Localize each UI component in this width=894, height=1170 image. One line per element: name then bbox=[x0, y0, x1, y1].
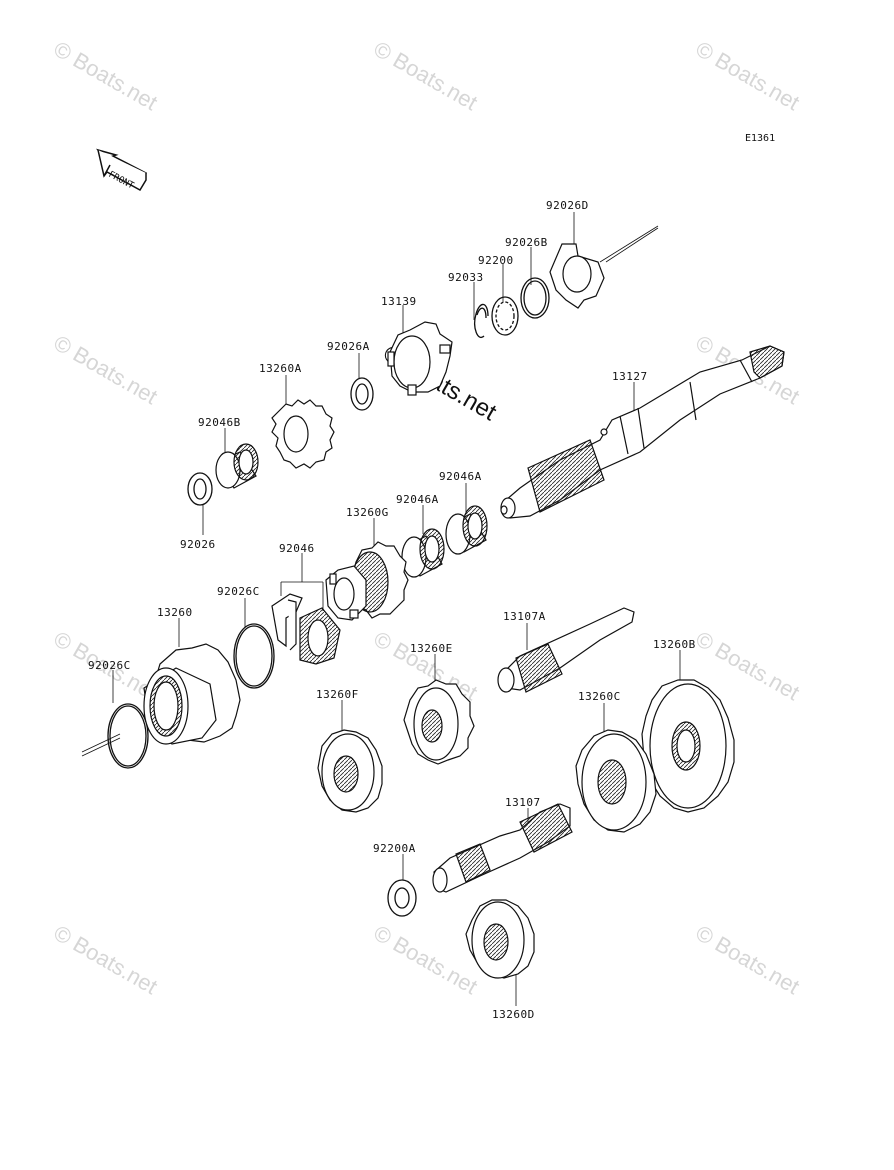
part-92046A-2 bbox=[401, 528, 445, 578]
part-label: 13260A bbox=[259, 362, 302, 375]
part-92026C-2 bbox=[107, 703, 149, 769]
part-13260G bbox=[325, 541, 409, 621]
part-label: 92026A bbox=[327, 340, 370, 353]
part-label: 13260C bbox=[578, 690, 621, 703]
part-label: 13107A bbox=[503, 610, 546, 623]
diagram-code: E1361 bbox=[745, 133, 776, 144]
part-92033 bbox=[474, 303, 489, 339]
part-13260F bbox=[317, 729, 383, 813]
part-label: 13260G bbox=[346, 506, 389, 519]
part-label: 13107 bbox=[505, 796, 541, 809]
front-arrow-icon bbox=[95, 148, 148, 192]
part-13260E bbox=[403, 679, 475, 765]
part-13260C bbox=[575, 729, 657, 833]
part-92026B bbox=[520, 277, 550, 319]
part-label: 92046A bbox=[396, 493, 439, 506]
leader-lines bbox=[112, 212, 681, 1006]
part-label: 92046A bbox=[439, 470, 482, 483]
part-13260 bbox=[143, 643, 241, 745]
part-label: 92200A bbox=[373, 842, 416, 855]
part-label: 92046B bbox=[198, 416, 241, 429]
part-13127 bbox=[500, 345, 785, 519]
part-label: 92046 bbox=[279, 542, 315, 555]
part-13260D bbox=[465, 899, 535, 979]
part-13260B bbox=[641, 679, 735, 813]
part-13139 bbox=[387, 321, 453, 396]
part-label: 92200 bbox=[478, 254, 514, 267]
part-92200A bbox=[387, 879, 417, 917]
part-92026A bbox=[350, 377, 374, 411]
part-13107A bbox=[497, 607, 635, 693]
part-label: 13260B bbox=[653, 638, 696, 651]
part-13260A bbox=[271, 399, 335, 469]
part-label: 13260E bbox=[410, 642, 453, 655]
part-label: 92026D bbox=[546, 199, 589, 212]
part-92046 bbox=[271, 593, 341, 665]
part-label: 13127 bbox=[612, 370, 648, 383]
part-label: 13139 bbox=[381, 295, 417, 308]
part-92046B bbox=[215, 443, 259, 489]
part-92026 bbox=[187, 472, 213, 506]
part-92200 bbox=[491, 296, 519, 336]
part-92026D bbox=[549, 243, 605, 309]
part-label: 92026C bbox=[88, 659, 131, 672]
part-label: 92026B bbox=[505, 236, 548, 249]
part-label: 92026 bbox=[180, 538, 216, 551]
part-92026C-1 bbox=[233, 623, 275, 689]
part-label: 92033 bbox=[448, 271, 484, 284]
part-13107 bbox=[432, 803, 573, 893]
part-label: 13260D bbox=[492, 1008, 535, 1021]
part-label: 92026C bbox=[217, 585, 260, 598]
part-label: 13260F bbox=[316, 688, 359, 701]
part-92046A-1 bbox=[445, 505, 488, 555]
part-label: 13260 bbox=[157, 606, 193, 619]
